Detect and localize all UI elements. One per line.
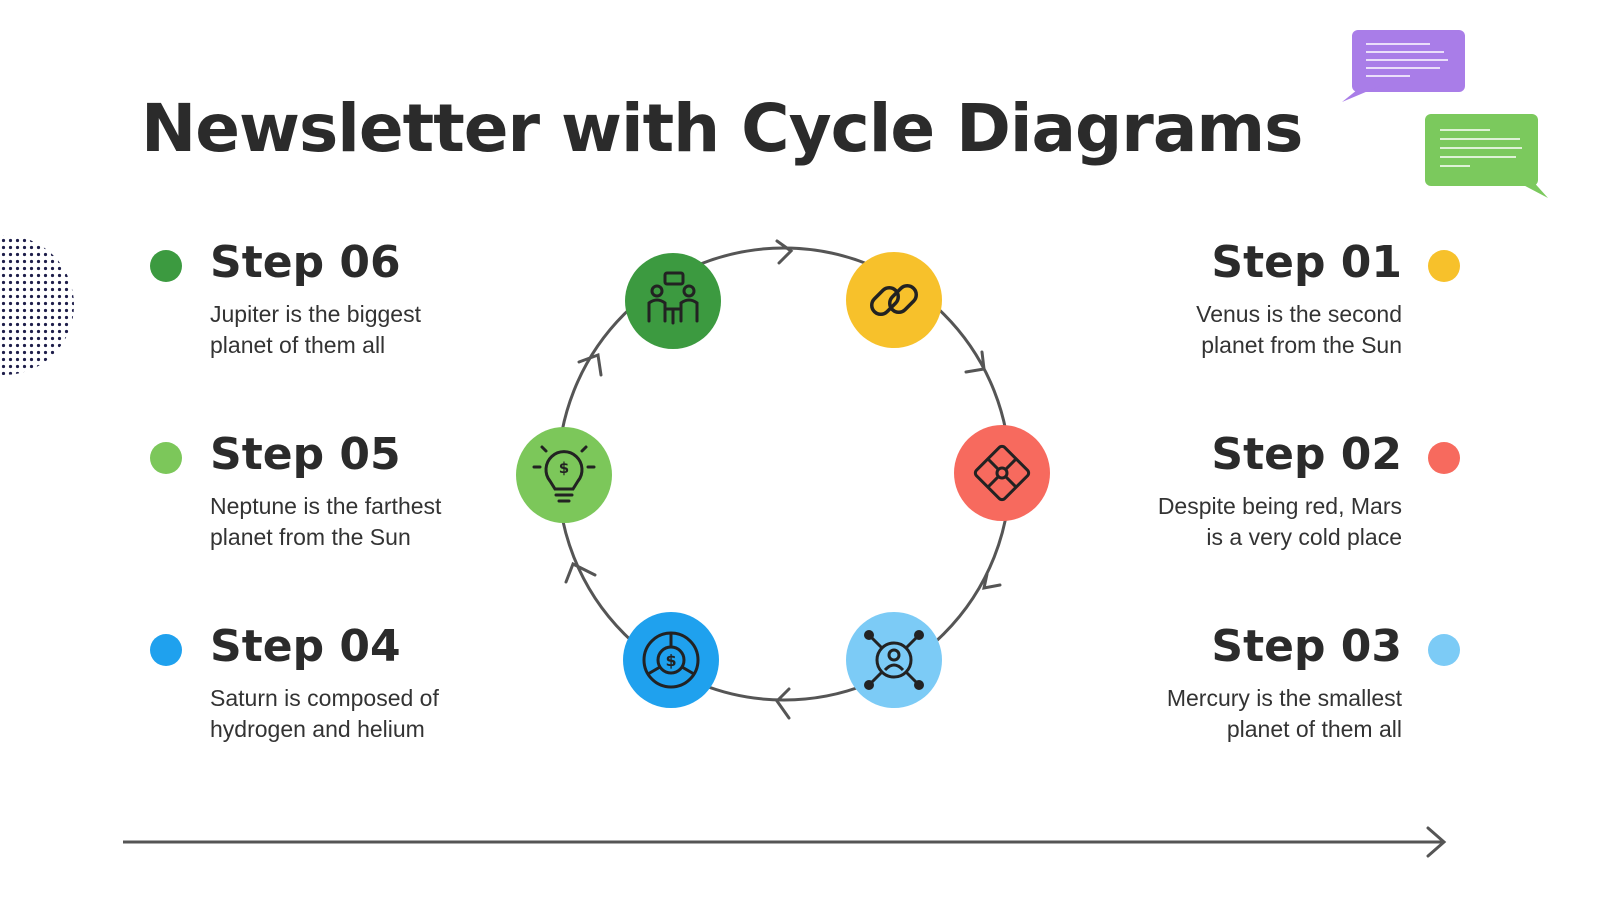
halftone-dots-decoration <box>0 235 74 375</box>
cycle-arrow-4 <box>775 687 791 720</box>
step-01-line-1: Venus is the second <box>1196 301 1402 327</box>
step-05-title: Step 05 <box>210 429 401 480</box>
step-01-line-2: planet from the Sun <box>1201 332 1402 358</box>
network-user-icon <box>864 630 924 690</box>
step-02-line-2: is a very cold place <box>1206 524 1402 550</box>
step-01-description: Venus is the second planet from the Sun <box>1102 299 1402 361</box>
step-04-line-2: hydrogen and helium <box>210 716 425 742</box>
cycle-node-step-01 <box>846 252 942 348</box>
svg-text:$: $ <box>559 459 569 477</box>
step-06-title: Step 06 <box>210 237 401 288</box>
slide-title: Newsletter with Cycle Diagrams <box>141 90 1303 167</box>
step-04-dot <box>150 634 182 666</box>
chain-link-icon <box>870 284 918 316</box>
step-04-description: Saturn is composed of hydrogen and heliu… <box>210 683 510 745</box>
step-03-description: Mercury is the smallest planet of them a… <box>1102 683 1402 745</box>
cycle-node-step-02 <box>954 425 1050 521</box>
step-01-title: Step 01 <box>1211 237 1402 288</box>
cycle-node-step-06 <box>625 253 721 349</box>
meeting-icon <box>647 271 699 325</box>
step-06-line-1: Jupiter is the biggest <box>210 301 421 327</box>
cycle-node-step-04: $ <box>623 612 719 708</box>
step-05-dot <box>150 442 182 474</box>
step-06-dot <box>150 250 182 282</box>
step-05-line-1: Neptune is the farthest <box>210 493 442 519</box>
step-02-description: Despite being red, Mars is a very cold p… <box>1102 491 1402 553</box>
puzzle-icon <box>973 444 1031 502</box>
cycle-diagram: $ $ <box>516 239 1050 720</box>
step-05-line-2: planet from the Sun <box>210 524 411 550</box>
chat-bubbles-decoration <box>1342 30 1548 198</box>
cycle-node-step-05: $ <box>516 427 612 523</box>
purple-chat-bubble-icon <box>1342 30 1465 102</box>
svg-text:$: $ <box>665 651 676 670</box>
step-02-dot <box>1428 442 1460 474</box>
cycle-ring <box>556 246 1012 702</box>
timeline-arrow <box>123 826 1447 858</box>
step-02-title: Step 02 <box>1211 429 1402 480</box>
cycle-arrow-6 <box>577 352 603 377</box>
step-06-description: Jupiter is the biggest planet of them al… <box>210 299 510 361</box>
idea-dollar-bulb-icon: $ <box>532 445 596 503</box>
step-06-line-2: planet of them all <box>210 332 386 358</box>
step-05-description: Neptune is the farthest planet from the … <box>210 491 510 553</box>
dollar-cycle-icon: $ <box>642 631 700 689</box>
step-01-dot <box>1428 250 1460 282</box>
step-02-line-1: Despite being red, Mars <box>1157 493 1402 519</box>
step-04-title: Step 04 <box>210 621 401 672</box>
cycle-arrow-1 <box>775 239 794 265</box>
cycle-arrow-2 <box>964 350 986 374</box>
step-03-line-2: planet of them all <box>1226 716 1402 742</box>
step-03-line-1: Mercury is the smallest <box>1166 685 1402 711</box>
cycle-arrow-5 <box>564 561 597 584</box>
step-03-title: Step 03 <box>1211 621 1402 672</box>
step-04-line-1: Saturn is composed of <box>210 685 439 711</box>
green-chat-bubble-icon <box>1425 114 1548 198</box>
cycle-arrow-3 <box>982 572 1002 590</box>
cycle-node-step-03 <box>846 612 942 708</box>
step-03-dot <box>1428 634 1460 666</box>
